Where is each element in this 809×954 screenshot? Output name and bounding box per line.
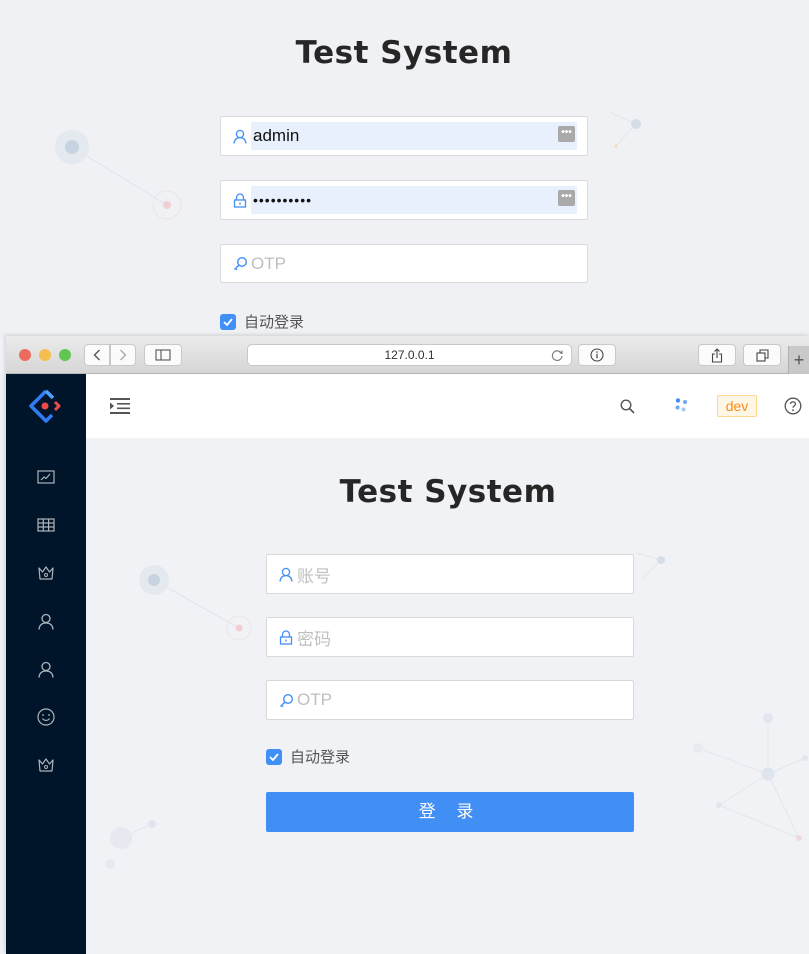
forward-button[interactable] — [110, 344, 136, 366]
browser-window: 127.0.0.1 + — [6, 336, 809, 954]
autofill-highlight: •••••••••• ••• — [251, 186, 577, 214]
user-icon — [278, 566, 294, 582]
otp-placeholder: OTP — [297, 690, 332, 709]
username-input[interactable]: 账号 — [266, 554, 634, 594]
user-icon — [38, 613, 54, 630]
info-icon — [590, 348, 604, 362]
menu-item-table[interactable] — [35, 514, 57, 536]
lock-icon — [232, 192, 248, 208]
close-window-button[interactable] — [19, 349, 31, 361]
maximize-window-button[interactable] — [59, 349, 71, 361]
tabs-icon — [755, 348, 769, 362]
ant-design-logo[interactable] — [28, 388, 64, 424]
env-tag: dev — [717, 395, 757, 417]
new-tab-button[interactable]: + — [788, 346, 809, 374]
info-button[interactable] — [578, 344, 616, 366]
user-icon — [232, 128, 248, 144]
login-button[interactable]: 登 录 — [266, 792, 634, 832]
menu-unfold-icon[interactable] — [110, 398, 130, 414]
background-decoration — [609, 111, 641, 148]
username-value: admin — [253, 126, 300, 145]
chevron-right-icon — [120, 349, 127, 361]
auto-login-label: 自动登录 — [290, 749, 351, 766]
auto-login-checkbox[interactable]: 自动登录 — [220, 311, 304, 332]
spin-dots-icon — [675, 398, 687, 412]
tabs-overview-button[interactable] — [743, 344, 781, 366]
lock-icon — [278, 629, 294, 645]
menu-item-user-2[interactable] — [35, 658, 57, 680]
question-circle-icon[interactable] — [784, 397, 802, 415]
username-field[interactable]: admin ••• — [220, 116, 588, 156]
password-placeholder: 密码 — [297, 629, 331, 649]
line-chart-icon — [37, 470, 55, 484]
username-placeholder: 账号 — [297, 566, 331, 586]
background-login-page: Test System admin ••• •••••••••• ••• OTP… — [0, 0, 809, 340]
key-icon — [278, 692, 294, 708]
login-content: Test System 账号 密码 OTP 自动登录 登 录 — [86, 438, 809, 954]
password-value: •••••••••• — [253, 192, 313, 208]
table-icon — [37, 518, 55, 532]
page-title: Test System — [295, 35, 513, 71]
minimize-window-button[interactable] — [39, 349, 51, 361]
checkbox-checked-icon[interactable] — [220, 313, 236, 330]
auto-login-checkbox[interactable]: 自动登录 — [266, 746, 350, 767]
otp-placeholder: OTP — [251, 253, 286, 273]
password-manager-icon[interactable]: ••• — [558, 126, 575, 142]
user-icon — [38, 661, 54, 678]
key-icon — [232, 256, 248, 272]
browser-toolbar: 127.0.0.1 + — [6, 336, 809, 374]
menu-item-crown-2[interactable] — [35, 754, 57, 776]
address-bar[interactable]: 127.0.0.1 — [247, 344, 572, 366]
url-text: 127.0.0.1 — [384, 348, 435, 362]
menu-item-smile[interactable] — [35, 706, 57, 728]
password-field[interactable]: •••••••••• ••• — [220, 180, 588, 220]
password-input[interactable]: 密码 — [266, 617, 634, 657]
back-button[interactable] — [84, 344, 110, 366]
background-decoration — [693, 713, 808, 841]
background-decoration — [635, 552, 665, 579]
password-manager-icon[interactable]: ••• — [558, 190, 575, 206]
crown-icon — [38, 566, 54, 580]
crown-icon — [38, 758, 54, 772]
menu-item-crown[interactable] — [35, 562, 57, 584]
sidebar — [6, 374, 86, 954]
checkbox-checked-icon[interactable] — [266, 748, 282, 765]
share-button[interactable] — [698, 344, 736, 366]
login-title: Test System — [339, 474, 557, 510]
search-icon[interactable] — [620, 399, 635, 414]
background-decoration — [105, 820, 156, 869]
menu-item-line-chart[interactable] — [35, 466, 57, 488]
autofill-highlight: admin ••• — [251, 122, 577, 150]
app-header: dev — [86, 374, 809, 438]
smile-icon — [37, 708, 55, 726]
background-decoration — [139, 565, 252, 641]
auto-login-label: 自动登录 — [244, 314, 305, 331]
reload-icon[interactable] — [551, 349, 564, 362]
menu-item-user[interactable] — [35, 610, 57, 632]
sidebar-toggle-button[interactable] — [144, 344, 182, 366]
otp-input[interactable]: OTP — [266, 680, 634, 720]
otp-field[interactable]: OTP — [220, 244, 588, 283]
share-icon — [711, 347, 723, 363]
sidebar-icon — [155, 349, 171, 361]
chevron-left-icon — [93, 349, 100, 361]
